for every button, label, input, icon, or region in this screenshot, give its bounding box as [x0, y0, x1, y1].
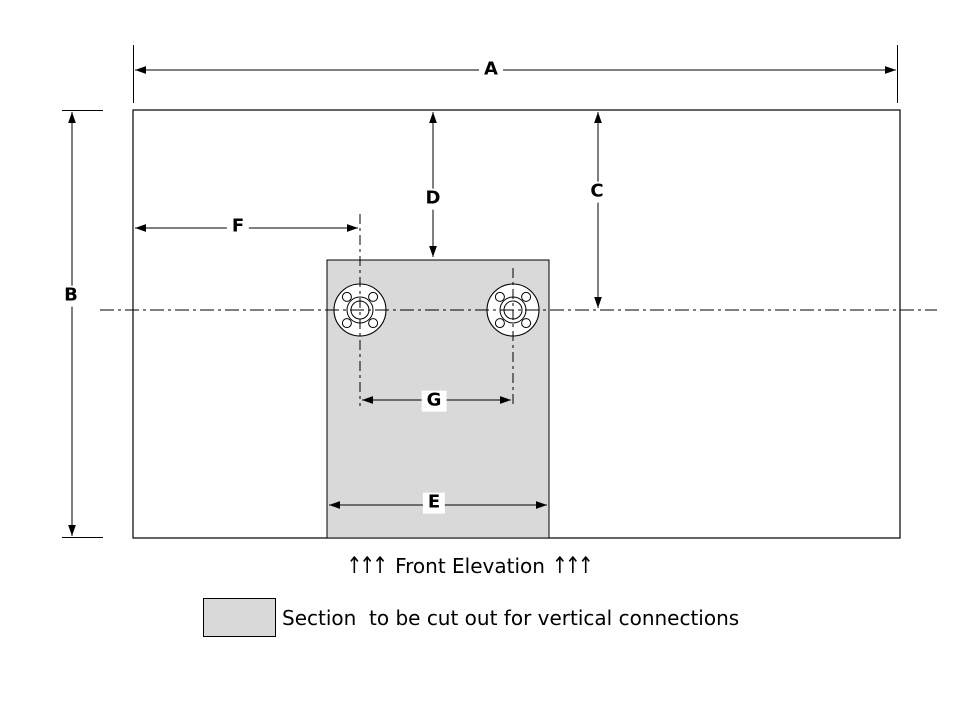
dim-label-f: F [226, 216, 250, 238]
legend: Section to be cut out for vertical conne… [203, 598, 739, 637]
front-elevation-caption: ↑↑↑ Front Elevation ↑↑↑ [346, 552, 594, 580]
bolt-hole [341, 291, 352, 302]
bolt-hole [494, 318, 505, 329]
legend-text: Section to be cut out for vertical conne… [282, 605, 740, 630]
dim-label-a: A [479, 59, 503, 81]
bolt-hole [368, 291, 379, 302]
dim-label-d: D [420, 188, 446, 210]
bolt-hole [521, 291, 532, 302]
legend-swatch-rect [203, 598, 276, 637]
bolt-hole [368, 318, 379, 329]
dim-label-g: G [421, 390, 447, 412]
dim-label-c: C [585, 181, 609, 203]
bolt-hole [494, 291, 505, 302]
legend-swatch [203, 598, 276, 637]
caption-arrows-right: ↑↑↑ [551, 552, 594, 580]
caption-arrows-left: ↑↑↑ [346, 552, 388, 580]
dim-label-b: B [59, 285, 83, 307]
bolt-hole [521, 318, 532, 329]
caption-text: Front Elevation [395, 554, 545, 578]
dim-label-e: E [422, 492, 446, 514]
bolt-hole [341, 318, 352, 329]
